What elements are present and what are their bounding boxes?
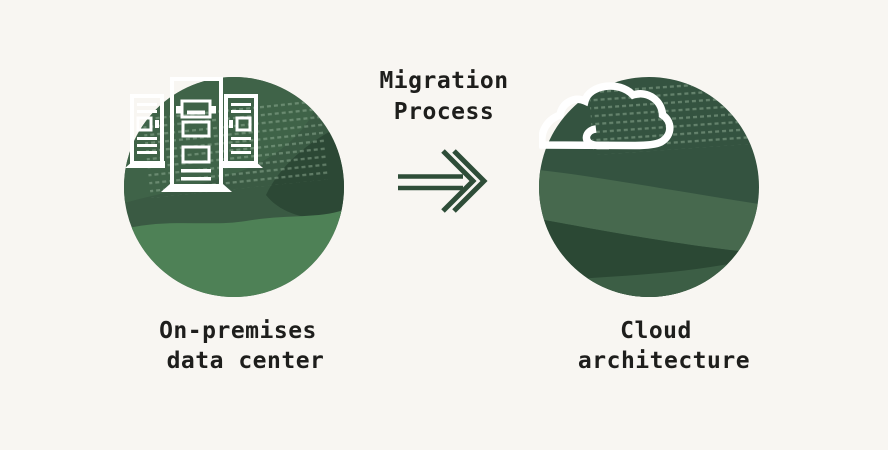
server-foot-right: [223, 161, 263, 168]
diagram-title-line1: Migration: [379, 68, 509, 94]
cloud-icon: [539, 82, 674, 150]
on-premises-label-line1: On-premises: [159, 318, 317, 344]
double-right-arrow-icon: [398, 149, 488, 213]
on-premises-node: [124, 77, 344, 297]
wave-light-band: [539, 170, 759, 253]
cloud-outline: [539, 82, 674, 150]
diagram-title: Migration Process: [334, 66, 554, 128]
on-premises-label-line2: data center: [166, 348, 325, 374]
server-foot-middle: [161, 184, 232, 192]
cloud-node: [539, 77, 759, 297]
cloud-label-line2: architecture: [577, 348, 751, 374]
server-racks-icon: [125, 77, 263, 192]
cloud-curl: [582, 125, 610, 150]
wave-bottom-light: [124, 210, 344, 297]
cloud-label-line1: Cloud: [620, 318, 692, 344]
server-foot-left: [125, 161, 165, 168]
cloud-label: Cloud architecture: [539, 316, 789, 376]
diagram-title-line2: Process: [393, 99, 495, 125]
on-premises-label: On-premises data center: [113, 316, 363, 376]
